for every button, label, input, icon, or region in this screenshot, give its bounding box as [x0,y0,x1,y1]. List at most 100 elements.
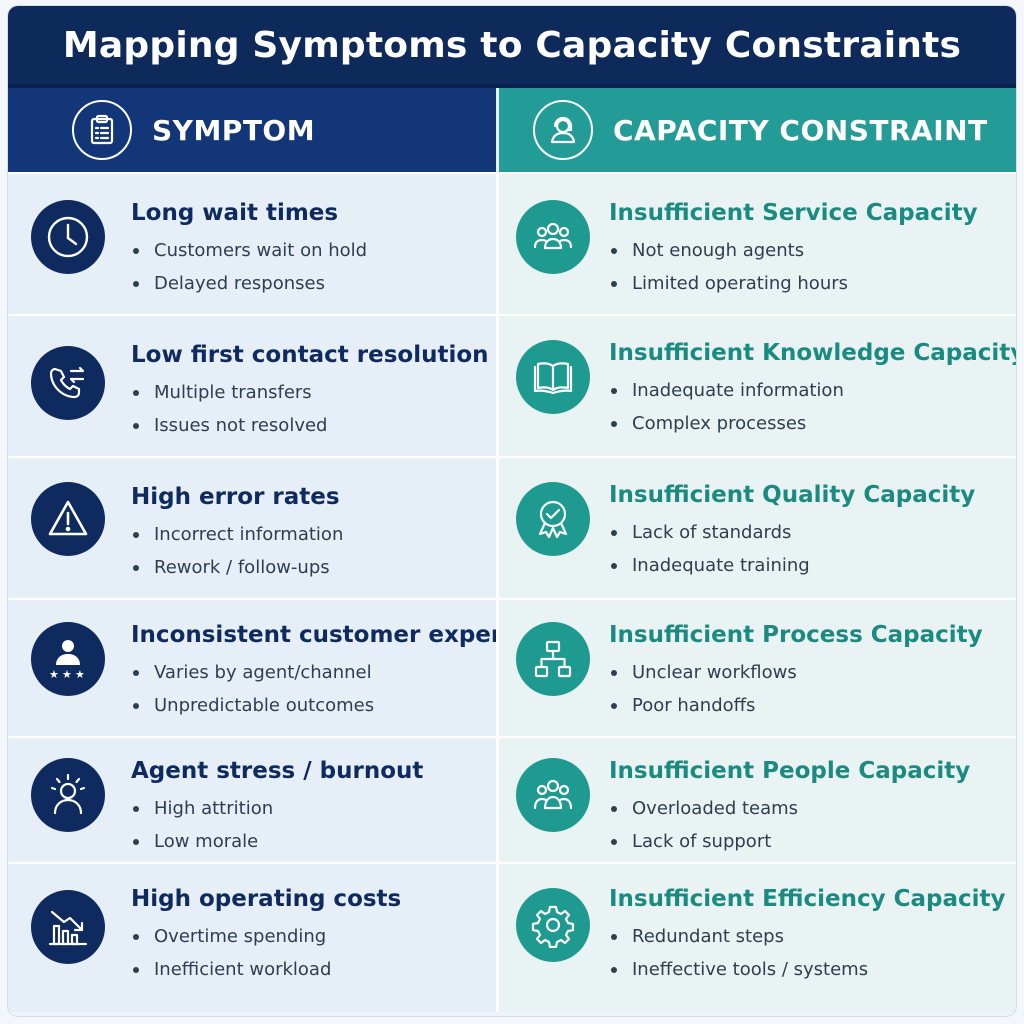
symptom-bullets: High attrition Low morale [131,792,423,858]
mapping-row: Agent stress / burnout High attrition Lo… [8,736,1016,862]
constraint-column-label: CAPACITY CONSTRAINT [613,113,988,147]
constraint-text: Insufficient People Capacity Overloaded … [609,758,970,858]
constraint-cell: Insufficient Efficiency Capacity Redunda… [496,864,1016,1012]
constraint-title: Insufficient Service Capacity [609,200,978,226]
constraint-bullets: Lack of standards Inadequate training [609,516,975,582]
constraint-text: Insufficient Quality Capacity Lack of st… [609,482,975,582]
infographic: Mapping Symptoms to Capacity Constraints… [8,6,1016,1016]
list-item: Overloaded teams [609,792,970,825]
symptom-title: Long wait times [131,200,339,226]
mapping-row: ★ ★ ★ Inconsistent customer experience V… [8,598,1016,736]
constraint-bullets: Redundant steps Ineffective tools / syst… [609,920,1006,986]
flowchart-icon [516,622,590,696]
agent-headset-icon [533,100,593,160]
customer-rating-icon: ★ ★ ★ [31,622,105,696]
symptom-text: Agent stress / burnout High attrition Lo… [131,758,423,858]
constraint-bullets: Unclear workflows Poor handoffs [609,656,983,722]
list-item: Redundant steps [609,920,1006,953]
gear-icon [516,888,590,962]
list-item: High attrition [131,792,423,825]
symptom-text: High operating costs Overtime spending I… [131,886,401,986]
symptom-bullets: Multiple transfers Issues not resolved [131,376,489,442]
list-item: Complex processes [609,407,1016,440]
mapping-row: High operating costs Overtime spending I… [8,862,1016,1012]
constraint-cell: Insufficient Service Capacity Not enough… [496,174,1016,314]
mapping-row: High error rates Incorrect information R… [8,456,1016,598]
symptom-bullets: Incorrect information Rework / follow-up… [131,518,343,584]
symptom-cell: ★ ★ ★ Inconsistent customer experience V… [8,600,571,736]
list-item: Not enough agents [609,234,978,267]
team-icon [516,200,590,274]
symptom-title: Low first contact resolution [131,342,489,368]
symptom-text: Long wait times Customers wait on hold D… [131,200,367,300]
list-item: Inefficient workload [131,953,401,986]
symptom-bullets: Varies by agent/channel Unpredictable ou… [131,656,571,722]
title-bar: Mapping Symptoms to Capacity Constraints [8,6,1016,88]
people-icon [516,758,590,832]
award-badge-icon [516,482,590,556]
list-item: Incorrect information [131,518,343,551]
symptom-text: Low first contact resolution Multiple tr… [131,342,489,442]
constraint-title: Insufficient Knowledge Capacity [609,340,1016,366]
symptom-cell: Long wait times Customers wait on hold D… [8,174,496,314]
svg-text:★: ★ [62,668,72,681]
mapping-row: Long wait times Customers wait on hold D… [8,172,1016,314]
constraint-title: Insufficient Quality Capacity [609,482,976,508]
symptom-cell: Low first contact resolution Multiple tr… [8,316,496,456]
clipboard-icon [72,100,132,160]
constraint-bullets: Overloaded teams Lack of support [609,792,970,858]
symptom-bullets: Customers wait on hold Delayed responses [131,234,367,300]
symptom-text: High error rates Incorrect information R… [131,484,343,584]
svg-text:★: ★ [75,668,85,681]
mapping-rows: Long wait times Customers wait on hold D… [8,172,1016,1012]
constraint-cell: Insufficient Quality Capacity Lack of st… [496,458,1016,598]
list-item: Multiple transfers [131,376,489,409]
list-item: Rework / follow-ups [131,551,343,584]
list-item: Lack of support [609,825,970,858]
list-item: Unclear workflows [609,656,983,689]
constraint-title: Insufficient Efficiency Capacity [609,886,1006,912]
list-item: Limited operating hours [609,267,978,300]
page-title: Mapping Symptoms to Capacity Constraints [62,24,962,66]
symptom-column-label: SYMPTOM [152,113,316,147]
constraint-column-header: CAPACITY CONSTRAINT [496,88,1016,172]
symptom-title: Agent stress / burnout [131,758,424,784]
constraint-bullets: Not enough agents Limited operating hour… [609,234,978,300]
list-item: Delayed responses [131,267,367,300]
svg-text:★: ★ [49,668,59,681]
symptom-cell: Agent stress / burnout High attrition Lo… [8,738,496,862]
list-item: Ineffective tools / systems [609,953,1006,986]
list-item: Customers wait on hold [131,234,367,267]
warning-icon [31,482,105,556]
list-item: Unpredictable outcomes [131,689,571,722]
declining-chart-icon [31,890,105,964]
symptom-bullets: Overtime spending Inefficient workload [131,920,401,986]
mapping-row: Low first contact resolution Multiple tr… [8,314,1016,456]
constraint-cell: Insufficient Knowledge Capacity Inadequa… [496,316,1016,456]
column-header-row: SYMPTOM CAPACITY CONSTRAINT [8,88,1016,172]
symptom-cell: High operating costs Overtime spending I… [8,864,496,1012]
list-item: Inadequate training [609,549,975,582]
symptom-title: High error rates [131,484,340,510]
constraint-title: Insufficient Process Capacity [609,622,983,648]
constraint-bullets: Inadequate information Complex processes [609,374,1016,440]
constraint-text: Insufficient Process Capacity Unclear wo… [609,622,983,722]
stressed-person-icon [31,758,105,832]
symptom-column-header: SYMPTOM [8,88,496,172]
symptom-title: High operating costs [131,886,402,912]
constraint-cell: Insufficient People Capacity Overloaded … [496,738,1016,862]
list-item: Varies by agent/channel [131,656,571,689]
constraint-text: Insufficient Service Capacity Not enough… [609,200,978,300]
constraint-text: Insufficient Knowledge Capacity Inadequa… [609,340,1016,440]
list-item: Overtime spending [131,920,401,953]
list-item: Issues not resolved [131,409,489,442]
symptom-cell: High error rates Incorrect information R… [8,458,496,598]
list-item: Lack of standards [609,516,975,549]
list-item: Poor handoffs [609,689,983,722]
list-item: Inadequate information [609,374,1016,407]
book-icon [516,340,590,414]
constraint-cell: Insufficient Process Capacity Unclear wo… [496,600,1016,736]
constraint-title: Insufficient People Capacity [609,758,971,784]
list-item: Low morale [131,825,423,858]
phone-transfer-icon [31,346,105,420]
